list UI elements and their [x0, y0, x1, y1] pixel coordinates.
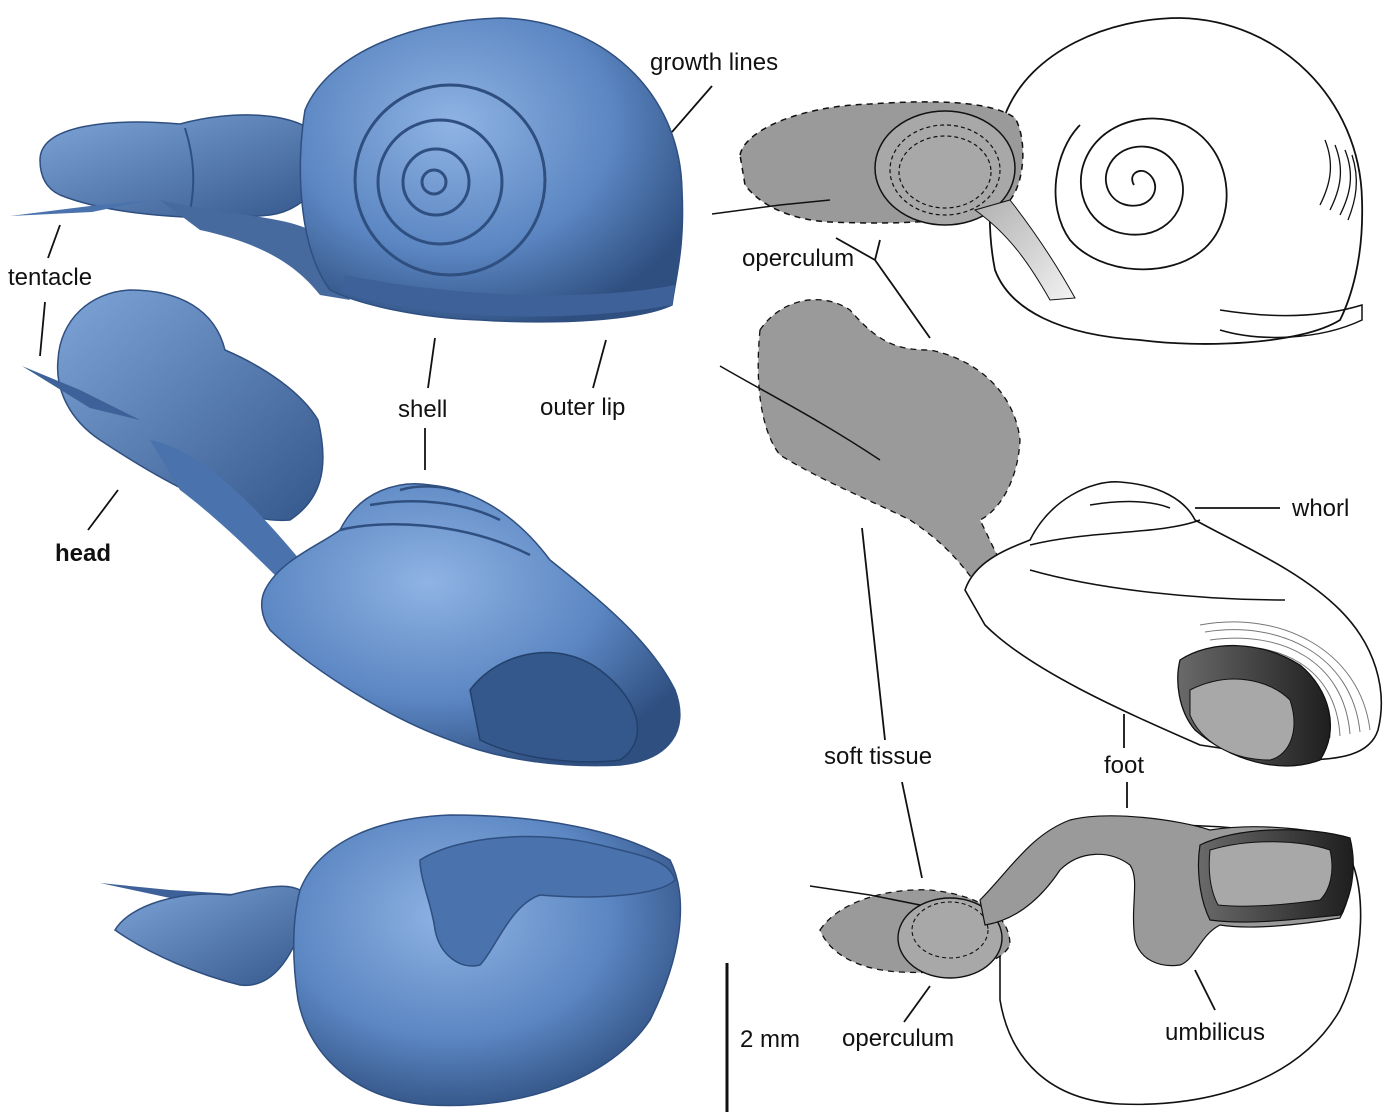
label-outer-lip: outer lip: [540, 394, 625, 421]
fossil-bottom-view: [100, 815, 680, 1106]
label-growth-lines: growth lines: [650, 49, 778, 76]
label-shell: shell: [398, 396, 447, 423]
label-whorl: whorl: [1291, 495, 1349, 522]
leader-growth-lines: [672, 86, 712, 132]
leader-soft-tissue-top: [862, 528, 885, 740]
fossil-top-shell: [300, 18, 682, 322]
leader-outer-lip: [593, 340, 606, 388]
leader-tentacle-top: [48, 225, 60, 258]
leader-head: [88, 490, 118, 530]
scale-bar-label: 2 mm: [740, 1026, 800, 1053]
fossil-top-head: [40, 115, 325, 218]
drawing-top-shell: [990, 18, 1362, 344]
label-head: head: [55, 540, 111, 567]
label-foot: foot: [1104, 752, 1144, 779]
fossil-top-view: [10, 18, 683, 322]
fossil-middle-view: [22, 290, 680, 766]
leader-shell-top: [428, 338, 435, 388]
leader-tentacle-bottom: [40, 302, 45, 356]
drawing-top-view: [712, 18, 1362, 344]
drawing-middle-view: [720, 300, 1381, 766]
label-soft-tissue: soft tissue: [824, 743, 932, 770]
label-operculum-bottom: operculum: [842, 1025, 954, 1052]
drawing-bottom-view: [810, 816, 1361, 1105]
label-operculum-top: operculum: [742, 245, 854, 272]
leader-soft-tissue-bottom: [902, 782, 922, 878]
fossil-bottom-head: [115, 886, 310, 985]
label-umbilicus: umbilicus: [1165, 1019, 1265, 1046]
leader-operculum-bottom: [904, 986, 930, 1022]
label-tentacle: tentacle: [8, 264, 92, 291]
